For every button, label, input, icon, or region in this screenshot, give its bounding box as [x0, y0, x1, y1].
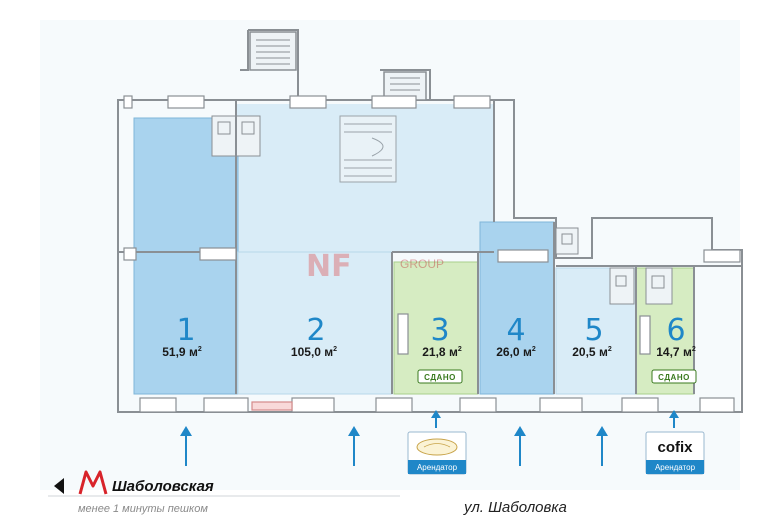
entrance-arrow-icon	[180, 426, 192, 466]
metro-station: Шаболовская	[112, 478, 214, 495]
staircase-exterior-2	[383, 71, 427, 101]
unit-3-sold-badge	[417, 369, 463, 384]
unit-3-number: 3	[430, 313, 449, 348]
unit-2-number: 2	[306, 313, 325, 348]
watermark-text: GROUP	[400, 257, 444, 271]
facade-windows	[139, 397, 735, 413]
unit-6-number: 6	[666, 313, 685, 348]
tenant-badge-6: cofix Арендатор	[645, 431, 705, 475]
unit-5-area: 20,5 м2	[572, 345, 612, 359]
unit-2[interactable]	[237, 251, 393, 395]
staircase-exterior	[249, 31, 297, 71]
unit-1-area: 51,9 м2	[162, 345, 202, 359]
metro-walk-time: менее 1 минуты пешком	[78, 503, 208, 515]
restroom-block-2	[555, 227, 579, 255]
tenant-brand: cofix	[657, 439, 693, 456]
metro-block: Шаболовская менее 1 минуты пешком	[48, 470, 400, 515]
unit-1-number: 1	[176, 313, 195, 348]
unit-6-sold-text: СДАНО	[658, 373, 690, 382]
unit-3-sold-text: СДАНО	[424, 373, 456, 382]
unit-2-area: 105,0 м2	[291, 345, 337, 359]
tenant-logo-icon	[416, 438, 458, 456]
unit-6-area: 14,7 м2	[656, 345, 696, 359]
unit-4[interactable]	[479, 221, 555, 395]
upper-windows	[123, 95, 741, 355]
unit-4-number: 4	[506, 313, 525, 348]
restroom-block-3	[609, 267, 673, 305]
street-name: ул. Шаболовка	[463, 499, 567, 516]
entrance-arrow-icon	[669, 410, 679, 428]
unit-5-number: 5	[584, 313, 603, 348]
tenant-label: Арендатор	[655, 463, 696, 472]
direction-arrow-icon	[54, 478, 64, 494]
unit-6-sold-badge	[651, 369, 697, 384]
entrance-arrow-icon	[348, 426, 360, 466]
tenant-label: Арендатор	[417, 463, 458, 472]
unit-4-area: 26,0 м2	[496, 345, 536, 359]
building-walls	[117, 29, 743, 413]
entrance-arrow-icon	[596, 426, 608, 466]
watermark-logo: NF	[306, 249, 352, 284]
unit-3-area: 21,8 м2	[422, 345, 462, 359]
entrance-arrows	[180, 410, 679, 466]
metro-m-icon	[78, 470, 108, 495]
tenant-badge-3: Арендатор	[407, 431, 467, 475]
interior-stairs	[339, 115, 397, 183]
entrance-arrow-icon	[431, 410, 441, 428]
entrance-arrow-icon	[514, 426, 526, 466]
